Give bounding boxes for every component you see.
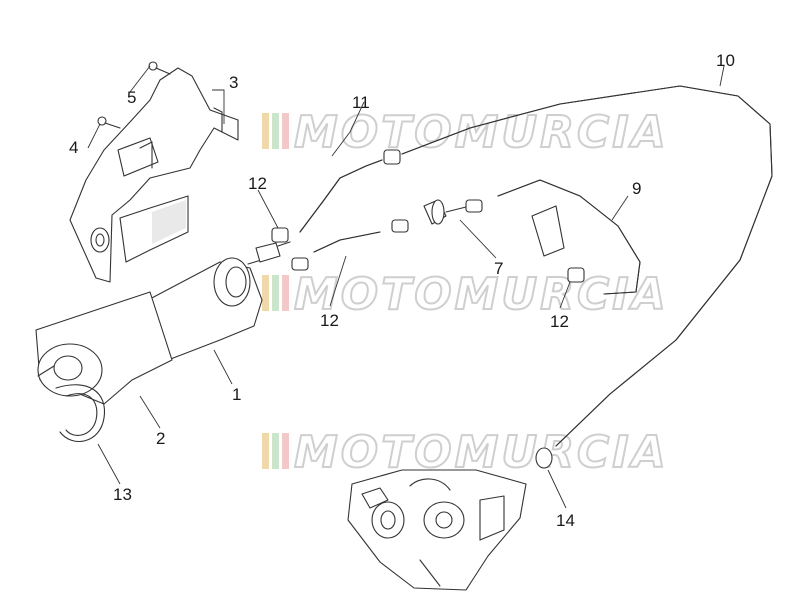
hose-part-9 (497, 179, 641, 295)
callout-13: 13 (113, 485, 132, 504)
hose-part-11 (299, 159, 383, 233)
callouts: 3 5 4 11 12 12 10 9 7 12 1 2 13 14 (69, 51, 735, 530)
callout-5: 5 (127, 88, 136, 107)
callout-10: 10 (716, 51, 735, 70)
callout-12-right: 12 (550, 312, 569, 331)
carburetor (347, 469, 527, 591)
callout-7: 7 (494, 259, 503, 278)
screw-part-4 (97, 116, 121, 129)
hose-part-10 (401, 85, 773, 447)
bracket-part-3 (69, 67, 239, 283)
watermark-text: MOTOMURCIA (294, 427, 669, 478)
callout-3: 3 (229, 73, 238, 92)
fuel-filter-part-7 (423, 199, 483, 225)
hose-clip-part-14 (535, 447, 553, 469)
pump-sleeve-part-2 (35, 291, 173, 405)
callout-9: 9 (632, 179, 641, 198)
screw-part-5 (148, 61, 171, 75)
callout-4: 4 (69, 138, 78, 157)
hose-part-lower (291, 219, 409, 271)
watermark-text: MOTOMURCIA (294, 107, 669, 158)
leader-lines (87, 65, 725, 509)
callout-12-middle: 12 (320, 311, 339, 330)
callout-11: 11 (352, 93, 370, 112)
watermark-text: MOTOMURCIA (294, 269, 669, 320)
callout-12-upper: 12 (248, 174, 267, 193)
hose-clamp-ring-part-13 (55, 384, 106, 442)
callout-2: 2 (156, 429, 165, 448)
callout-14: 14 (556, 511, 575, 530)
callout-1: 1 (232, 385, 241, 404)
watermark-top: MOTOMURCIA (262, 106, 669, 159)
clamp-part-12-upper (271, 149, 401, 243)
fuel-pump-part-1 (147, 241, 291, 361)
watermark-bottom: MOTOMURCIA (262, 426, 669, 479)
